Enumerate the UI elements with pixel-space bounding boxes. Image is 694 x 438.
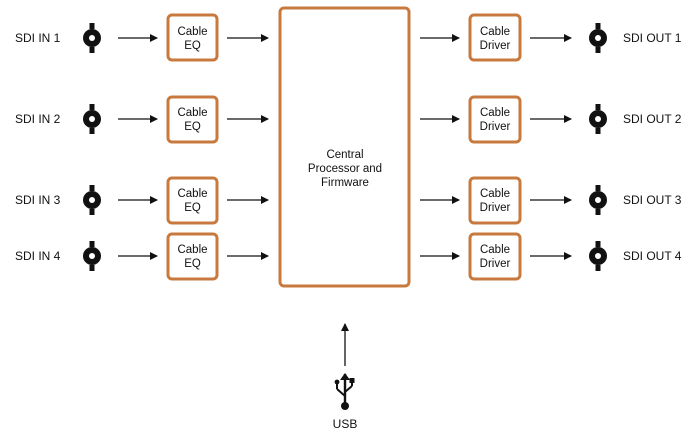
cable-eq-label-line2: EQ: [184, 258, 201, 270]
cable-eq-label-line2: EQ: [184, 202, 201, 214]
cable-driver-label-line1: Cable: [480, 26, 510, 38]
cable-eq-block: Cable EQ: [166, 232, 219, 281]
sdi-out-label: SDI OUT 4: [623, 249, 682, 263]
bnc-connector-icon: [589, 23, 607, 53]
sdi-in-label: SDI IN 2: [15, 112, 61, 126]
sdi-out-label: SDI OUT 3: [623, 193, 682, 207]
cable-driver-block: Cable Driver: [468, 95, 522, 144]
output-row-2: Cable Driver SDI OUT 2: [420, 95, 682, 144]
cable-driver-label-line2: Driver: [480, 258, 511, 270]
cable-eq-label-line2: EQ: [184, 40, 201, 52]
cable-driver-label-line2: Driver: [480, 121, 511, 133]
central-processor-block: Central Processor and Firmware: [278, 6, 411, 288]
cable-driver-block: Cable Driver: [468, 176, 522, 225]
cable-eq-block: Cable EQ: [166, 13, 219, 62]
usb-icon: [334, 373, 355, 410]
bnc-connector-icon: [83, 23, 101, 53]
cable-eq-label-line1: Cable: [177, 244, 207, 256]
usb-connection: USB: [333, 323, 358, 431]
sdi-in-label: SDI IN 3: [15, 193, 61, 207]
input-row-4: SDI IN 4 Cable EQ: [15, 232, 269, 281]
cable-driver-label-line2: Driver: [480, 40, 511, 52]
output-row-3: Cable Driver SDI OUT 3: [420, 176, 682, 225]
sdi-in-label: SDI IN 1: [15, 31, 61, 45]
sdi-out-label: SDI OUT 2: [623, 112, 682, 126]
bnc-connector-icon: [589, 104, 607, 134]
usb-label: USB: [333, 417, 358, 431]
sdi-out-label: SDI OUT 1: [623, 31, 682, 45]
processor-label-line2: Processor and: [308, 163, 382, 175]
input-row-3: SDI IN 3 Cable EQ: [15, 176, 269, 225]
cable-driver-block: Cable Driver: [468, 13, 522, 62]
cable-eq-label-line2: EQ: [184, 121, 201, 133]
cable-driver-label-line1: Cable: [480, 244, 510, 256]
input-row-1: SDI IN 1 Cable EQ: [15, 13, 269, 62]
output-row-4: Cable Driver SDI OUT 4: [420, 232, 682, 281]
input-row-2: SDI IN 2 Cable EQ: [15, 95, 269, 144]
cable-eq-label-line1: Cable: [177, 107, 207, 119]
cable-driver-label-line1: Cable: [480, 107, 510, 119]
bnc-connector-icon: [83, 104, 101, 134]
processor-label-line3: Firmware: [321, 177, 369, 189]
output-row-1: Cable Driver SDI OUT 1: [420, 13, 682, 62]
bnc-connector-icon: [589, 241, 607, 271]
cable-eq-label-line1: Cable: [177, 26, 207, 38]
bnc-connector-icon: [83, 241, 101, 271]
processor-label-line1: Central: [326, 149, 363, 161]
bnc-connector-icon: [589, 185, 607, 215]
sdi-in-label: SDI IN 4: [15, 249, 61, 263]
cable-driver-label-line2: Driver: [480, 202, 511, 214]
cable-eq-block: Cable EQ: [166, 95, 219, 144]
cable-eq-label-line1: Cable: [177, 188, 207, 200]
cable-driver-block: Cable Driver: [468, 232, 522, 281]
bnc-connector-icon: [83, 185, 101, 215]
cable-eq-block: Cable EQ: [166, 176, 219, 225]
cable-driver-label-line1: Cable: [480, 188, 510, 200]
